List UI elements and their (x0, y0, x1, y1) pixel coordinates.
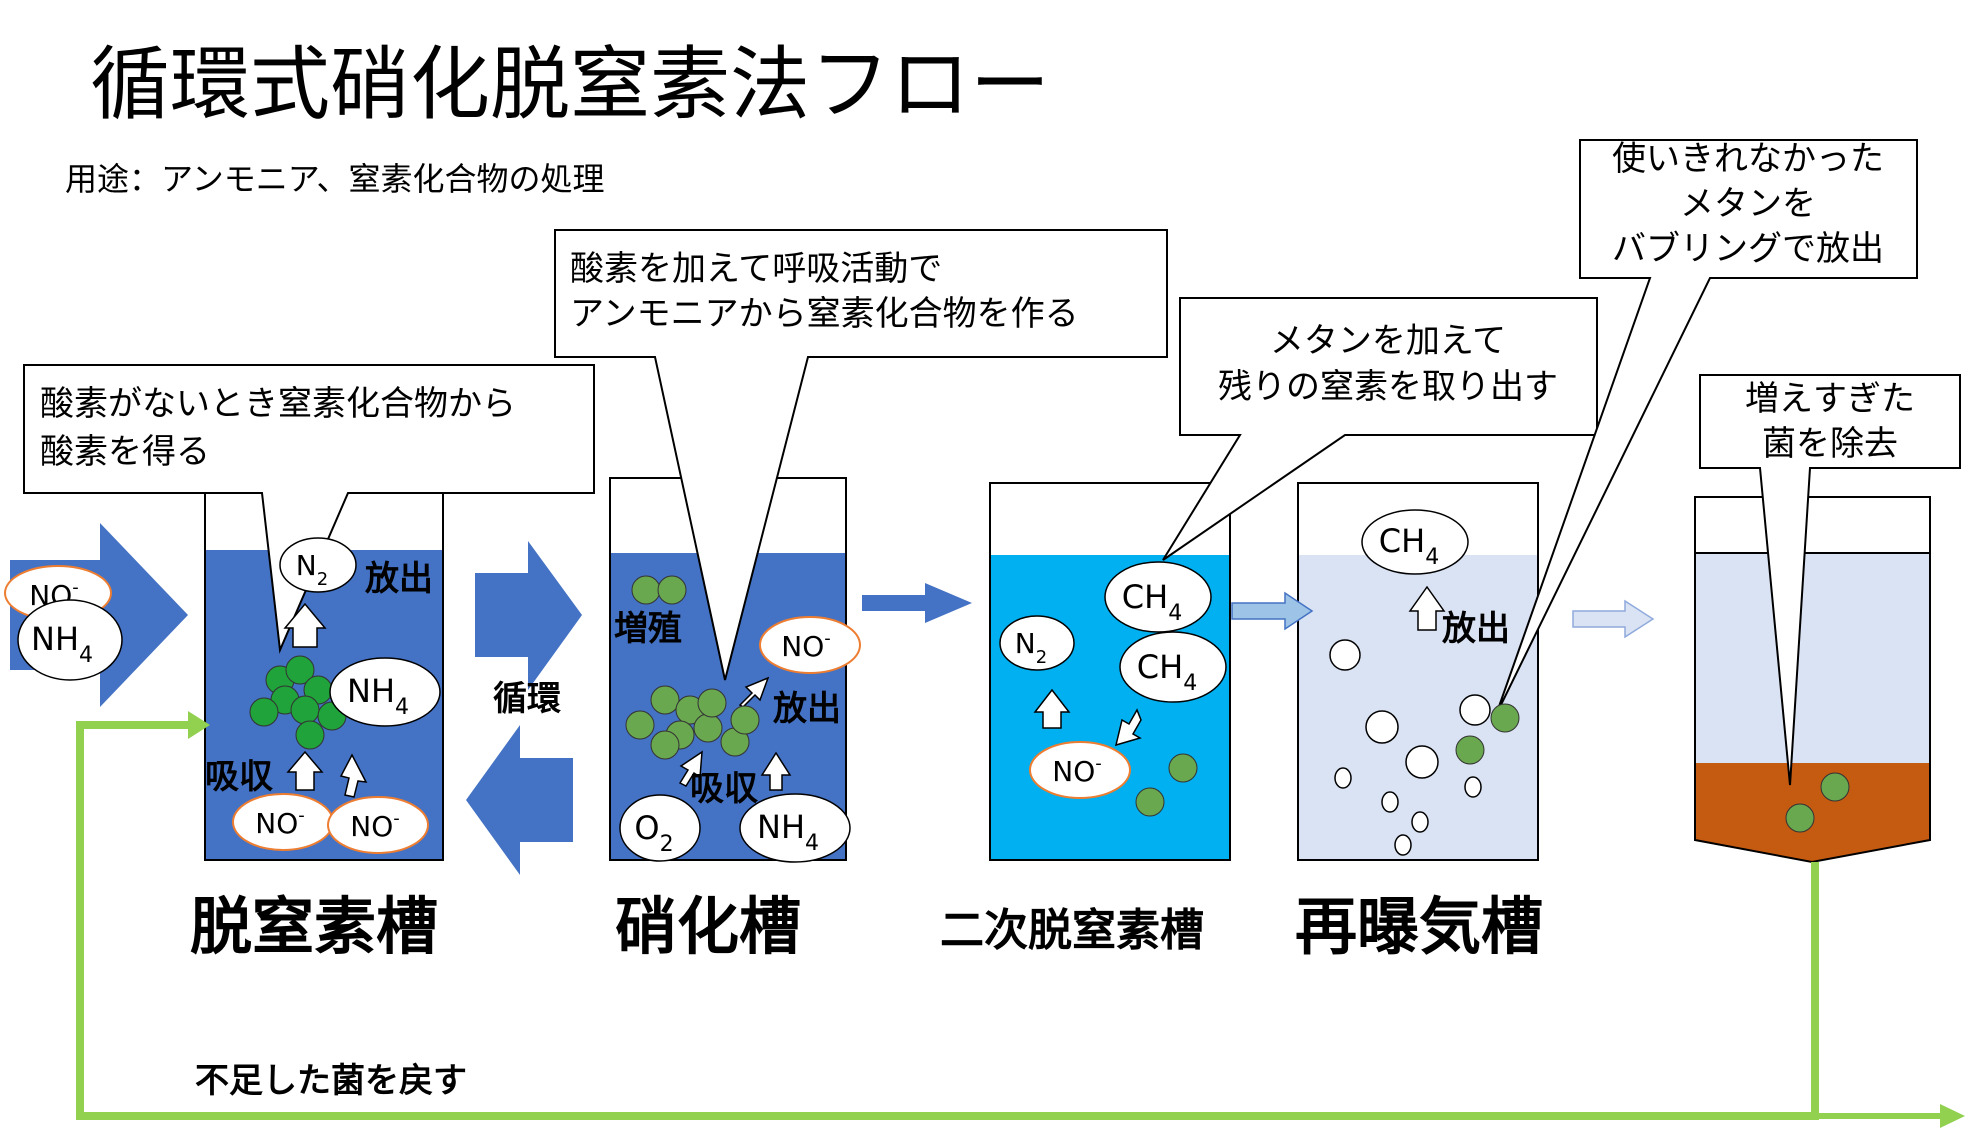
callout-methane-release (1495, 139, 1918, 716)
tank1-up-arrow (283, 602, 327, 648)
svg-text:NH4: NH4 (757, 808, 819, 856)
cycle-arrow-left (466, 725, 573, 875)
tank4-bacteria (1455, 703, 1520, 765)
page-title: 循環式硝化脱窒素法フロー (90, 38, 1050, 131)
tank1-n2: N2 (279, 537, 357, 593)
callout-methane-add (1162, 297, 1598, 561)
tank1-absorb-label: 吸収 (205, 757, 273, 797)
tank1-nh4: NH4 (329, 657, 441, 727)
tank3-bacteria (1135, 753, 1198, 817)
tank4-bubbles (1329, 639, 1491, 856)
tank1-absorb-arrow-2 (339, 753, 368, 798)
tank-label-reaeration: 再曝気槽 (1295, 890, 1543, 963)
tank1-release-label: 放出 (365, 559, 433, 599)
svg-text:CH4: CH4 (1137, 648, 1197, 696)
callout-denitrification-line1: 酸素がないとき窒素化合物から (40, 384, 516, 424)
tank2-absorb-arrow-1 (678, 750, 703, 787)
return-arrowhead (188, 711, 210, 739)
callout-methane-release-line2: メタンを (1680, 184, 1816, 224)
callout-nitrification-line1: 酸素を加えて呼吸活動で (570, 249, 942, 289)
svg-text:O2: O2 (634, 809, 673, 857)
tank2-release-arrow (738, 676, 770, 708)
svg-text:CH4: CH4 (1379, 522, 1439, 570)
tank2-bacteria (625, 685, 760, 760)
tank2-nh4: NH4 (739, 793, 851, 863)
return-line (76, 721, 1819, 1120)
tank2-absorb-arrow-2 (760, 751, 792, 791)
svg-text:NH4: NH4 (347, 672, 409, 720)
callout-methane-release-line3: バブリングで放出 (1612, 229, 1884, 269)
tank-label-secondary: 二次脱窒素槽 (940, 905, 1204, 956)
callout-methane-add-line1: メタンを加えて (1270, 321, 1506, 361)
flow-arrow-1 (862, 583, 972, 623)
callout-denitrification-line2: 酸素を得る (40, 432, 210, 472)
svg-text:N2: N2 (296, 549, 328, 590)
tank1-no-1: NO- (232, 793, 334, 851)
callout-sludge (1699, 374, 1961, 786)
flow-arrow-3 (1572, 599, 1655, 639)
tank1-no-2: NO- (327, 796, 429, 854)
callout-methane-release-line1: 使いきれなかった (1612, 139, 1884, 179)
tank5-bacteria (1785, 772, 1850, 833)
flow-arrow-2 (1231, 591, 1314, 631)
callout-sludge-line2: 菌を除去 (1762, 424, 1898, 464)
tank-label-nitrification: 硝化槽 (615, 890, 801, 963)
callout-methane-add-line2: 残りの窒素を取り出す (1218, 367, 1558, 407)
tank4-up-arrow (1408, 585, 1446, 631)
tank3-no: NO- (1029, 741, 1131, 799)
tank2-release-label: 放出 (773, 689, 841, 729)
cycle-arrow-right (475, 541, 582, 690)
tank3-n2: N2 (999, 615, 1075, 671)
tank3-ch4-2: CH4 (1119, 631, 1227, 703)
tank2-absorb-label: 吸収 (690, 769, 758, 809)
tank1-absorb-arrow-1 (286, 750, 324, 791)
tank2-no: NO- (759, 616, 861, 674)
svg-text:NO-: NO- (350, 808, 399, 843)
svg-text:CH4: CH4 (1122, 578, 1182, 626)
tank2-o2: O2 (619, 794, 701, 862)
tank4-release-label: 放出 (1442, 609, 1510, 649)
return-label: 不足した菌を戻す (195, 1061, 467, 1101)
tank2-grow-label: 増殖 (614, 609, 682, 649)
svg-text:NO-: NO- (781, 628, 830, 663)
inflow-nh4: NH4 (17, 599, 123, 681)
svg-text:NO-: NO- (255, 805, 304, 840)
svg-text:N2: N2 (1015, 627, 1047, 668)
tank3-down-arrow (1114, 708, 1142, 747)
tank-sedimentation (1694, 496, 1931, 864)
tank2-bacteria-top (631, 575, 687, 605)
tank-label-denitrification: 脱窒素槽 (190, 890, 438, 963)
tank3-up-arrow (1033, 688, 1071, 729)
cycle-label: 循環 (493, 679, 561, 719)
subtitle: 用途：アンモニア、窒素化合物の処理 (65, 160, 605, 198)
callout-nitrification (554, 229, 1168, 681)
callout-nitrification-line2: アンモニアから窒素化合物を作る (570, 294, 1079, 334)
tank4-ch4: CH4 (1361, 509, 1469, 575)
callout-sludge-line1: 増えすぎた (1745, 379, 1915, 419)
svg-text:NH4: NH4 (31, 620, 93, 668)
tank3-ch4-1: CH4 (1104, 561, 1212, 633)
discharge-arrowhead (1940, 1104, 1965, 1128)
svg-text:NO-: NO- (1052, 753, 1101, 788)
